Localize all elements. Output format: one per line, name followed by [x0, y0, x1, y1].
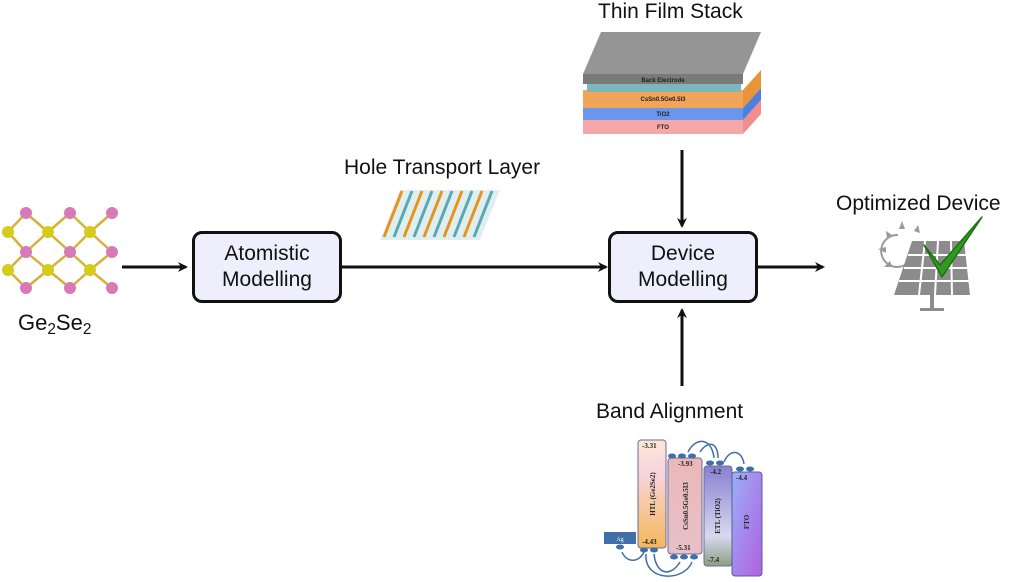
- layer-perovskite: CsSn0.5Ge0.5I3: [640, 97, 686, 103]
- device-modelling-node[interactable]: Device Modelling: [608, 231, 758, 303]
- htl-structure-icon: [380, 190, 500, 240]
- device-line1: Device: [650, 242, 716, 265]
- band-alignment-diagram: Ag -3.31 -4.43 -3.93 -5.31 -4.2 -7.4 -4.…: [604, 439, 763, 577]
- material-label: Ge2Se2: [18, 310, 91, 339]
- material-element-1: Ge: [18, 310, 48, 335]
- material-element-2: Se: [55, 310, 83, 335]
- contact-ag: Ag: [616, 537, 623, 543]
- ge2se2-lattice-icon: [2, 207, 118, 294]
- band-alignment-label: Band Alignment: [596, 400, 744, 423]
- material-subscript-2: 2: [82, 320, 92, 338]
- atomistic-line2: Modelling: [222, 268, 312, 291]
- thin-film-label: Thin Film Stack: [598, 0, 743, 23]
- htl-label: Hole Transport Layer: [344, 156, 541, 179]
- htl-vb: -4.43: [642, 538, 657, 546]
- atomistic-modelling-node[interactable]: Atomistic Modelling: [192, 231, 342, 303]
- check-icon: [923, 216, 983, 278]
- optimized-device-label: Optimized Device: [836, 192, 1001, 215]
- htl-name: HTL (Ge2Se2): [649, 472, 657, 516]
- layer-fto: FTO: [657, 125, 669, 131]
- perovskite-cb: -3.93: [678, 460, 693, 468]
- material-subscript-1: 2: [47, 320, 56, 338]
- etl-cb: -4.2: [710, 468, 722, 476]
- atomistic-line1: Atomistic: [224, 242, 310, 265]
- htl-cb: -3.31: [642, 442, 657, 450]
- layer-tio2: TiO2: [656, 112, 670, 118]
- device-line2: Modelling: [638, 268, 728, 291]
- etl-name: ETL (TiO2): [714, 498, 722, 534]
- perovskite-vb: -5.31: [676, 544, 691, 552]
- solar-panel-check-icon: [878, 216, 983, 311]
- perovskite-name: CsSn0.5Ge0.5I3: [682, 482, 690, 530]
- fto-name: FTO: [743, 514, 751, 529]
- layer-back-electrode: Back Electrode: [641, 78, 685, 84]
- etl-vb: -7.4: [708, 556, 720, 564]
- fto-cb: -4.4: [736, 474, 748, 482]
- thin-film-stack-icon: Back Electrode CsSn0.5Ge0.5I3 TiO2 FTO: [583, 32, 761, 134]
